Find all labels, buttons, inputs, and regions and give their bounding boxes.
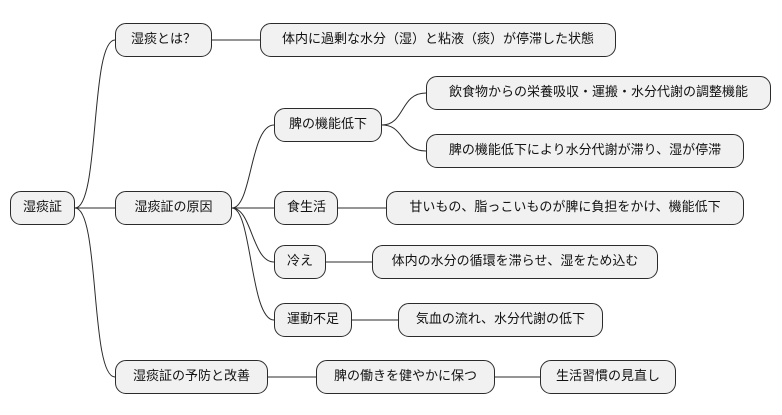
cause-cold-node: 冷え <box>274 245 326 279</box>
cause-exercise-node: 運動不足 <box>274 303 352 337</box>
prevention-keep-node: 脾の働きを健やかに保つ <box>316 360 495 394</box>
cause-diet-node: 食生活 <box>274 191 338 225</box>
connector-spleen-detail2 <box>381 124 427 152</box>
connector-cause-spleen <box>231 124 275 209</box>
connector-cause-exercise <box>231 207 275 321</box>
connector-spleen-detail1 <box>381 92 427 126</box>
prevention-review-node: 生活習慣の見直し <box>540 360 676 394</box>
branch-prevention-node: 湿痰証の予防と改善 <box>115 360 268 394</box>
root-node: 湿痰証 <box>10 191 75 225</box>
diet-detail-node: 甘いもの、脂っこいものが脾に負担をかけ、機能低下 <box>386 191 744 225</box>
spleen-detail1-node: 飲食物からの栄養吸収・運搬・水分代謝の調整機能 <box>426 76 771 110</box>
connector-root-prevention <box>74 207 116 378</box>
cold-detail-node: 体内の水分の循環を滞らせ、湿をため込む <box>372 245 658 279</box>
what-detail-node: 体内に過剰な水分（湿）と粘液（痰）が停滞した状態 <box>260 23 616 57</box>
cause-spleen-node: 脾の機能低下 <box>274 108 382 142</box>
branch-cause-node: 湿痰証の原因 <box>115 191 232 225</box>
exercise-detail-node: 気血の流れ、水分代謝の低下 <box>398 303 603 337</box>
spleen-detail2-node: 脾の機能低下により水分代謝が滞り、湿が停滞 <box>426 134 744 168</box>
branch-what-node: 湿痰とは？ <box>115 23 212 57</box>
connector-root-what <box>74 39 116 209</box>
connector-cause-cold <box>231 207 275 263</box>
